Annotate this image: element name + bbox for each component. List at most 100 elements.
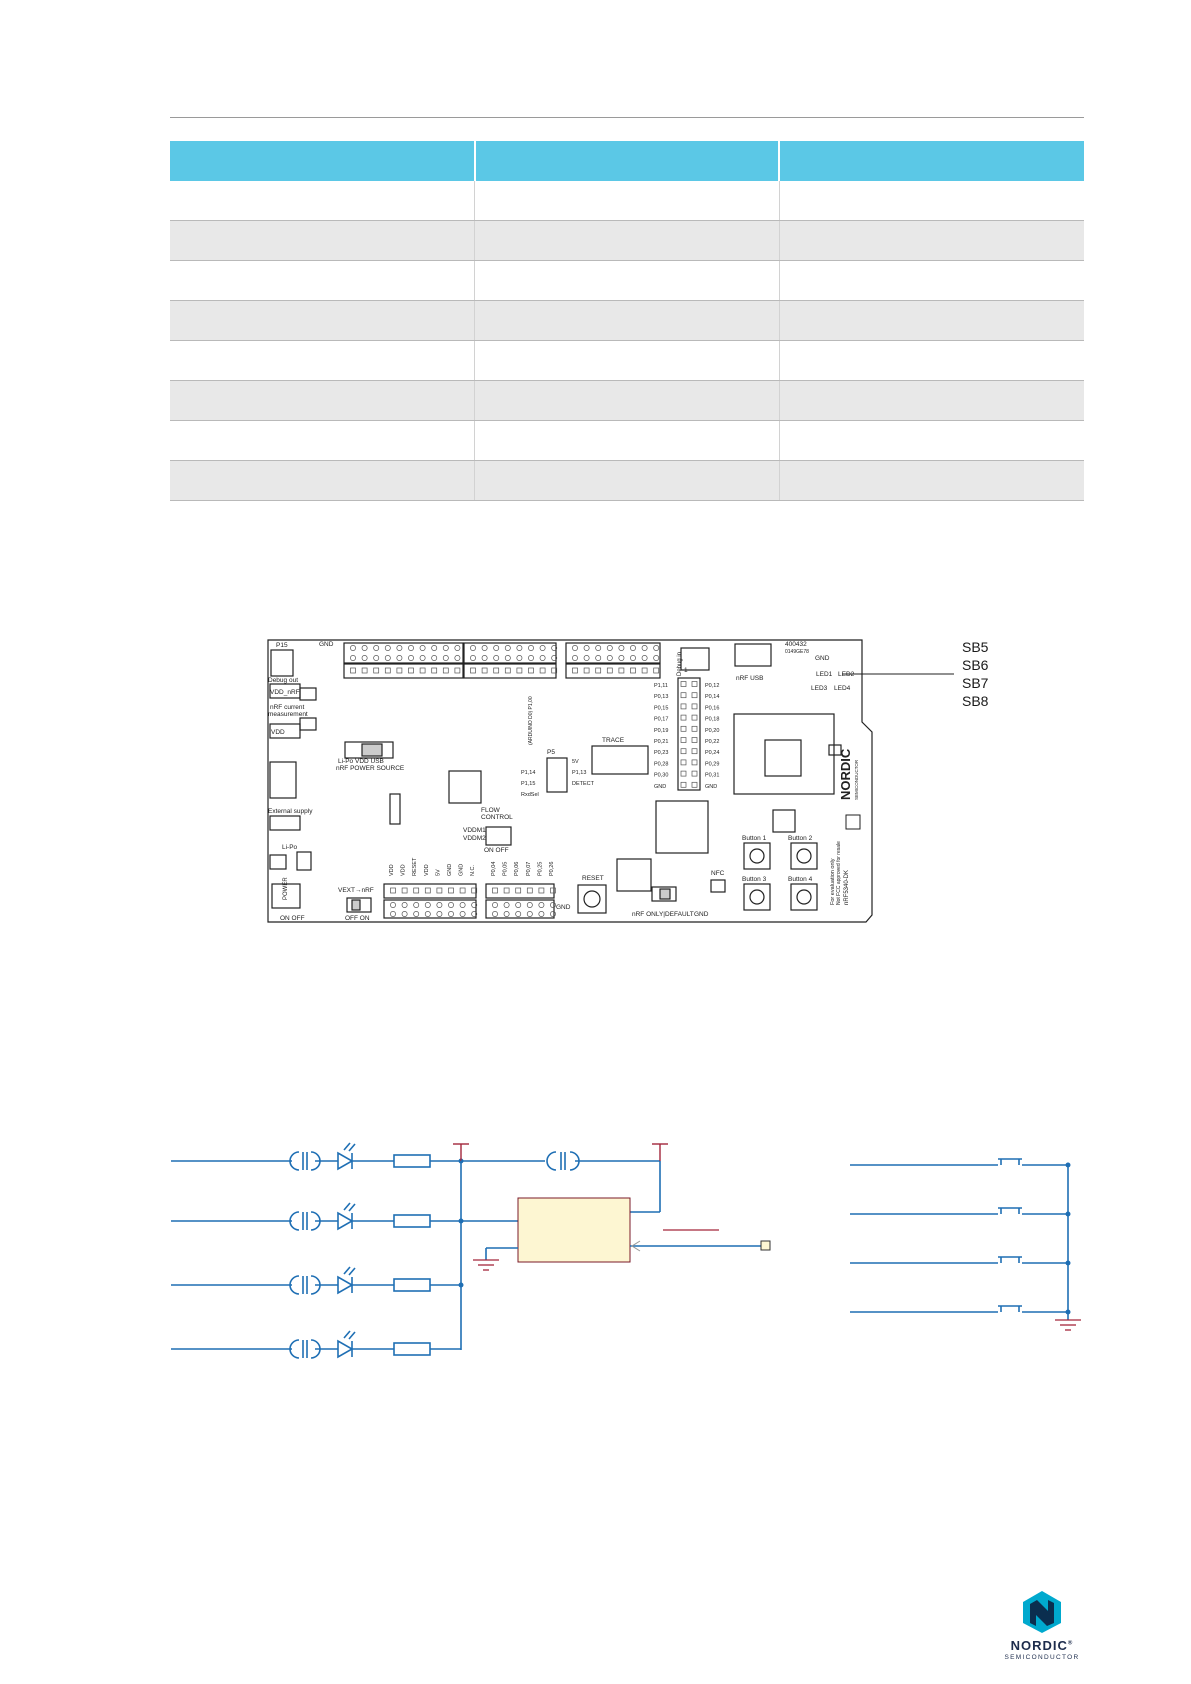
header-pin [413,911,420,917]
header-pin [550,902,556,908]
header-pin [384,667,391,674]
pin-label: P0,20 [705,728,719,734]
resistor-symbol [393,1214,431,1228]
pin-label: P1,15 [521,781,535,787]
debug-in-connector [680,647,710,671]
pin-header-pin [691,692,698,699]
header-pin [503,911,510,917]
label-board-id: 400432 [785,641,807,648]
header-pin [550,887,556,894]
label-debug-out: Debug out [268,677,298,684]
table-cell [779,460,1084,501]
header-pin [350,655,356,661]
header-strip [565,663,661,679]
vext-switch [346,897,372,913]
header-pin [373,667,380,674]
header-strip [485,899,555,919]
label-board-id-sub: 0149GE78 [785,649,809,655]
pin-header-pin [691,759,698,766]
pin-label: P0,15 [654,705,668,711]
label-led4: LED4 [834,685,851,692]
pin-label: N.C. [470,865,476,876]
header-pin [350,645,356,651]
header-pin [492,911,498,917]
header-pin [401,902,408,908]
header-pin [493,655,500,661]
header-pin [408,667,414,674]
header-pin [606,655,613,661]
header-pin [471,911,478,917]
header-pin [618,645,625,651]
header-strip [383,899,477,919]
table-cell [474,260,780,301]
label-pin-1: 1 [684,667,688,674]
pin-header-pin [691,781,698,788]
header-strip [463,642,557,664]
pin-header-pins [680,681,698,788]
table-cell [170,220,476,261]
button-switch-row [850,1158,1071,1168]
pin-label: VDD [424,864,430,876]
pin-label: GND [459,864,465,876]
header-pin [390,911,396,917]
table-cell [474,380,780,421]
led-row [171,1202,461,1231]
label-semi-board: SEMICONDUCTOR [854,759,859,800]
power-source-switch [344,741,394,759]
capacitor-symbol [289,1151,300,1171]
header-strip [343,663,464,679]
pin-label: P0,29 [705,761,719,767]
header-pin [526,911,533,917]
pin-header-pin [680,759,687,766]
table-row [170,380,1084,421]
pin-label: P1,11 [654,683,668,689]
power-switch [271,883,301,909]
pin-label: RxdSel [521,792,539,798]
led-symbol [337,1339,354,1359]
header-pin [572,667,578,674]
header-pin [442,655,449,661]
header-pin [493,667,500,674]
resistor-symbol [393,1154,431,1168]
led-symbol [337,1275,354,1295]
logo-registered: ® [1067,1640,1074,1647]
header-pin [492,902,498,908]
table-cell [474,181,780,221]
pin-label: P0,06 [514,862,520,876]
header-pin [436,911,443,917]
label-for-eval-2: Not FCC approved for resale [836,841,842,905]
header-pin [583,655,590,661]
pin-label: GND [447,864,453,876]
pin-label: P0,31 [705,773,719,779]
table-cell [474,460,780,501]
table-header-cell [170,141,476,181]
header-pin [641,645,648,651]
header-pins-top [350,645,660,674]
logo-subtitle: SEMICONDUCTOR [1004,1654,1080,1661]
pin-header-pin [680,714,687,721]
header-pin [424,902,431,908]
table-cell [779,260,1084,301]
nordic-logo: NORDIC® SEMICONDUCTOR [1000,1590,1084,1670]
pin-label: P0,07 [526,862,532,876]
schematic-diagram [171,1142,1081,1359]
label-vdd: VDD [271,729,285,736]
header-pin [516,645,523,651]
sb-label: SB6 [962,657,989,673]
button-3 [743,883,771,911]
label-measurement: measurement [268,711,308,718]
label-lipo-vdd-usb: Li-Po VDD USB [338,758,384,765]
header-pin [538,911,545,917]
header-pin [481,667,488,674]
header-rule [170,117,1084,118]
button-2 [790,842,818,870]
header-pin [528,645,534,651]
table-row [170,260,1084,301]
header-pin [471,887,478,894]
pin-label: P1,13 [572,770,586,776]
ground-symbol [473,1259,499,1271]
label-nrf-only-default: nRF ONLY|DEFAULT [632,911,694,918]
logo-word: NORDIC [1010,1638,1068,1653]
label-lipo: Li-Po [282,844,298,851]
